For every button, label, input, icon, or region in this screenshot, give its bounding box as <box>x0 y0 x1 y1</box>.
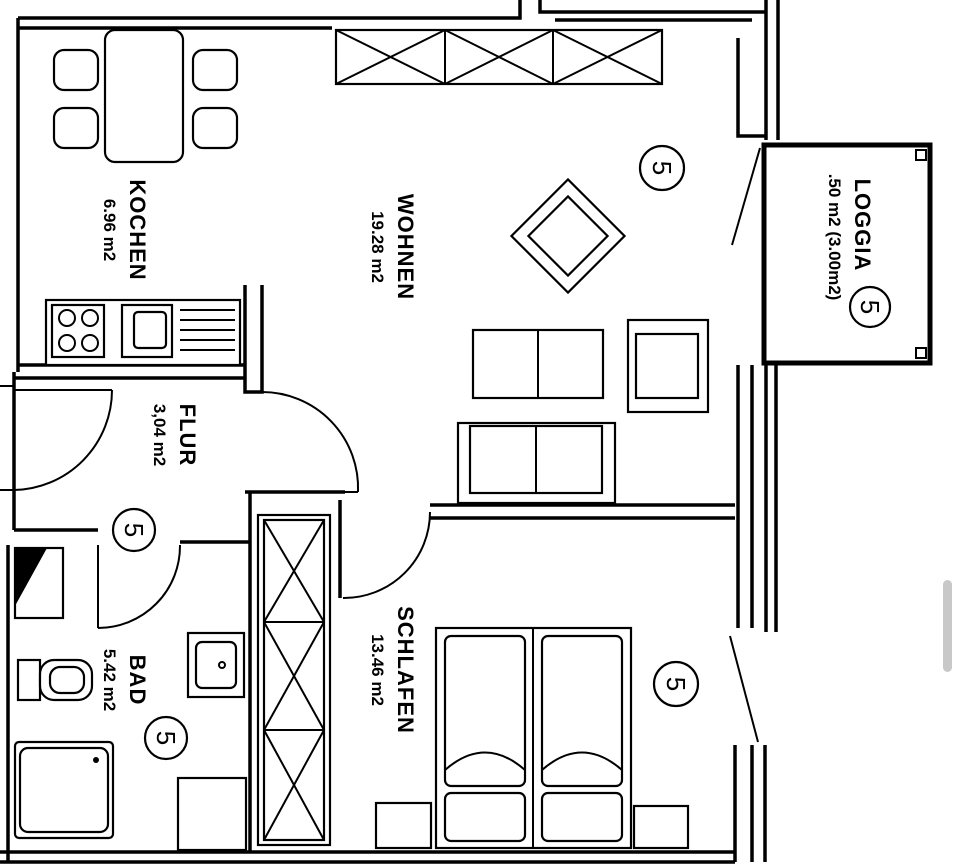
room-kochen-label: KOCHEN 6.96 m2 <box>100 179 150 280</box>
room-loggia-label: LOGGIA .50 m2 (3.00m2) <box>825 174 875 301</box>
bedroom-furniture <box>374 626 690 850</box>
marker-bad-text: 5 <box>151 731 181 745</box>
marker-schlafen-text: 5 <box>661 677 691 691</box>
loggia-name: LOGGIA <box>850 179 875 272</box>
marker-flur: 5 <box>111 507 157 553</box>
room-flur-label: FLUR 3,04 m2 <box>150 404 200 467</box>
marker-wohnen-text: 5 <box>647 161 677 175</box>
room-wohnen-label: WOHNEN 19.28 m2 <box>368 194 418 300</box>
marker-wohnen: 5 <box>638 144 686 192</box>
kochen-name: KOCHEN <box>125 179 150 280</box>
schlafen-name: SCHLAFEN <box>393 606 418 734</box>
wardrobe-top <box>334 28 664 86</box>
bathroom-furniture <box>13 546 248 852</box>
bad-area: 5.42 m2 <box>100 649 119 711</box>
loggia-area: .50 m2 (3.00m2) <box>825 174 844 301</box>
marker-flur-text: 5 <box>119 523 149 537</box>
outer-walls <box>0 0 780 864</box>
marker-loggia: 5 <box>848 285 892 329</box>
marker-bad: 5 <box>143 715 189 761</box>
living-furniture <box>456 177 710 505</box>
wohnen-name: WOHNEN <box>393 194 418 300</box>
doors <box>13 389 759 743</box>
bad-name: BAD <box>125 655 150 706</box>
loggia <box>731 142 933 366</box>
flur-name: FLUR <box>175 404 200 467</box>
flur-area: 3,04 m2 <box>150 404 169 466</box>
schlafen-area: 13.46 m2 <box>368 634 387 706</box>
room-schlafen-label: SCHLAFEN 13.46 m2 <box>368 606 418 734</box>
marker-loggia-text: 5 <box>855 300 885 314</box>
kochen-area: 6.96 m2 <box>100 199 119 261</box>
scrollbar-thumb[interactable] <box>943 580 952 672</box>
kitchen-furniture <box>44 28 242 367</box>
corridor-wardrobe <box>256 513 332 847</box>
marker-schlafen: 5 <box>652 660 700 708</box>
room-bad-label: BAD 5.42 m2 <box>100 649 150 711</box>
wohnen-area: 19.28 m2 <box>368 211 387 283</box>
